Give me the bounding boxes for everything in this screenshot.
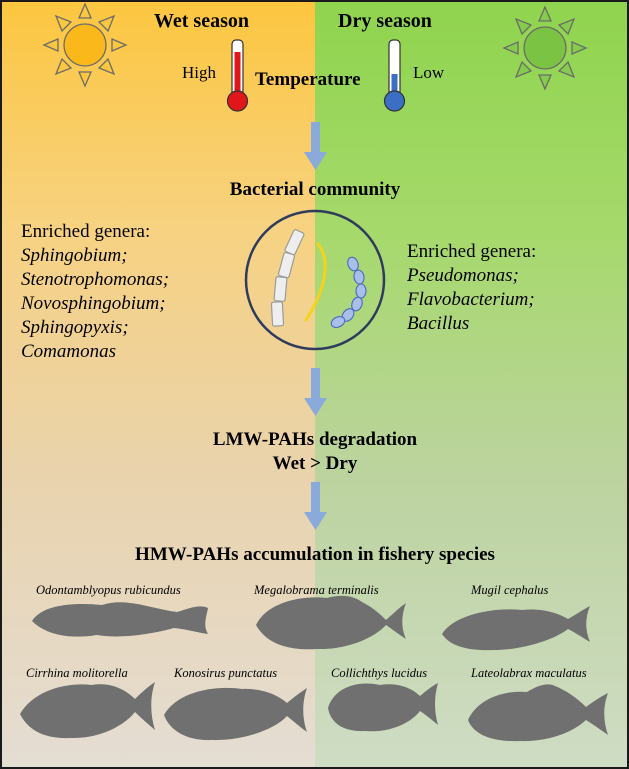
bacteria-circle-icon: [244, 209, 386, 351]
wet-genus-item: Sphingobium;: [21, 245, 128, 266]
fish-label: Odontamblyopus rubicundus: [36, 583, 181, 597]
accumulation-title: HMW-PAHs accumulation in fishery species: [135, 544, 495, 565]
fish-label: Cirrhina molitorella: [26, 666, 128, 680]
dry-season-label: Dry season: [338, 10, 432, 32]
temperature-low-label: Low: [413, 63, 445, 82]
dry-enriched-genera: Enriched genera: Pseudomonas; Flavobacte…: [407, 240, 536, 336]
thermometer-low-icon: [383, 39, 406, 112]
fish-konosirus-icon: [164, 687, 307, 741]
arrow-down-icon: [304, 482, 327, 530]
fish-label: Lateolabrax maculatus: [471, 666, 587, 680]
dry-genus-item: Pseudomonas;: [407, 265, 519, 286]
fish-label: Collichthys lucidus: [331, 666, 428, 680]
sun-dry-icon: [502, 5, 588, 91]
fish-label: Konosirus punctatus: [174, 666, 278, 680]
wet-genus-item: Comamonas: [21, 341, 117, 362]
fish-cirrhina-icon: [20, 682, 155, 739]
wet-genus-item: Novosphingobium;: [21, 293, 166, 314]
rod-bacteria-icon: [270, 229, 305, 327]
fish-collichthys-icon: [328, 683, 438, 732]
temperature-high-label: High: [182, 63, 216, 82]
degradation-comparison: Wet > Dry: [272, 453, 358, 474]
bacterial-community-title: Bacterial community: [229, 179, 401, 200]
spiral-bacteria-icon: [304, 242, 327, 322]
fish-megalobrama-icon: [256, 595, 406, 650]
fish-label: Mugil cephalus: [471, 583, 549, 597]
dry-genus-item: Bacillus: [407, 313, 470, 334]
wet-genera-heading: Enriched genera:: [21, 221, 151, 242]
arrow-down-icon: [304, 368, 327, 416]
fish-lateolabrax-icon: [468, 684, 608, 742]
thermometer-high-icon: [226, 39, 249, 112]
fish-label: Megalobrama terminalis: [254, 583, 379, 597]
degradation-title: LMW-PAHs degradation: [212, 429, 418, 450]
dry-genus-item: Flavobacterium;: [407, 289, 535, 310]
wet-season-label: Wet season: [154, 10, 249, 32]
dry-genera-heading: Enriched genera:: [407, 241, 537, 262]
wet-enriched-genera: Enriched genera: Sphingobium; Stenotroph…: [21, 220, 169, 364]
coccus-chain-icon: [330, 256, 367, 328]
fish-odontamblyopus-icon: [32, 602, 208, 637]
wet-season-panel: [2, 2, 315, 767]
flow-arrows: [304, 122, 327, 530]
temperature-label: Temperature: [255, 69, 361, 90]
wet-genus-item: Sphingopyxis;: [21, 317, 129, 338]
wet-genus-item: Stenotrophomonas;: [21, 269, 170, 290]
fish-mugil-icon: [442, 606, 590, 651]
arrow-down-icon: [304, 122, 327, 170]
sun-wet-icon: [42, 2, 128, 88]
